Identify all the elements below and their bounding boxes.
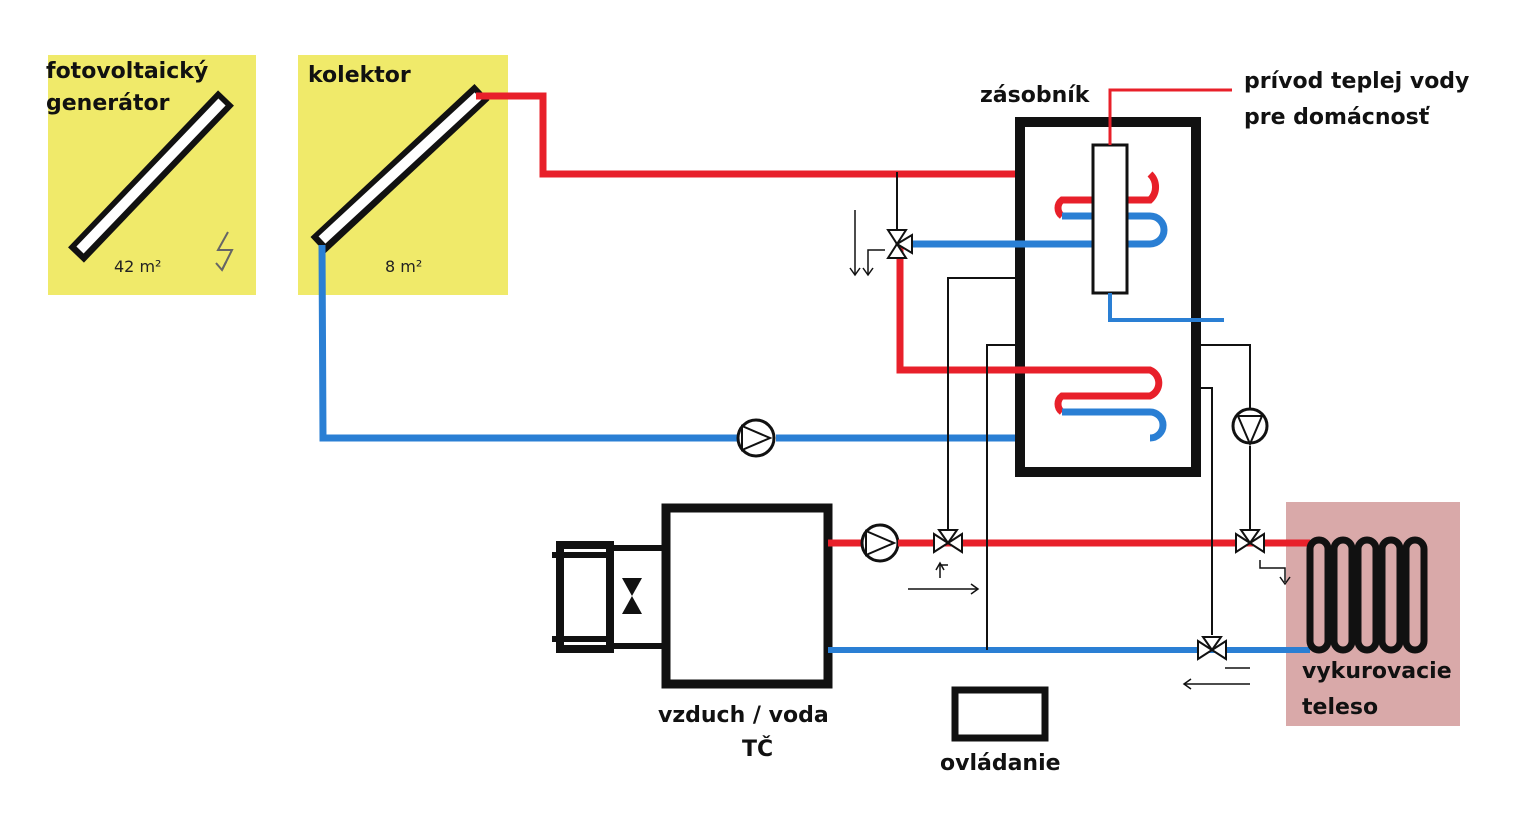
hot-water-exchanger: [1091, 143, 1129, 295]
upper-coil-hot: [1054, 171, 1159, 219]
flow-arrow-icon: [908, 560, 1291, 690]
radiator-label-line1: vykurovacie: [1302, 659, 1452, 684]
connection-lines: [947, 277, 1251, 650]
flow-arrow-icon: [849, 210, 885, 277]
collector-cold-pipe: [318, 244, 738, 442]
pv-panel: [68, 90, 234, 263]
controller-box: [951, 686, 1049, 742]
heat-pump-unit: [661, 503, 833, 689]
pv-generator-label-line1: fotovoltaický: [46, 59, 208, 84]
cold-water-inlet-pipe: [1108, 293, 1224, 322]
lower-coil-hot: [896, 244, 1163, 415]
three-way-valve-icon: [933, 529, 963, 554]
upper-coil-cold: [900, 212, 1168, 248]
hot-water-outlet-pipe: [1108, 88, 1232, 145]
pump-icon: [860, 523, 900, 563]
pv-area-label: 42 m²: [114, 257, 161, 276]
pv-generator-label-line2: generátor: [46, 91, 170, 116]
three-way-valve-icon: [1235, 529, 1265, 554]
three-way-valve-icon: [886, 172, 913, 259]
pump-icon: [736, 418, 776, 458]
heat-pump-label-line1: vzduch / voda: [658, 703, 829, 728]
controller-label: ovládanie: [940, 751, 1061, 776]
radiator-label-line2: teleso: [1302, 695, 1378, 720]
collector-panel: [310, 83, 490, 254]
collector-label: kolektor: [308, 63, 411, 88]
collector-hot-pipe: [476, 92, 1150, 178]
hot-water-label-line2: pre domácnosť: [1244, 105, 1431, 130]
storage-tank-label: zásobník: [980, 83, 1091, 108]
radiator: [1306, 536, 1428, 654]
lightning-icon: [215, 231, 234, 272]
lower-coil-cold: [1062, 408, 1167, 442]
heat-pump-label-line2: TČ: [742, 736, 773, 762]
collector-area-label: 8 m²: [385, 257, 422, 276]
fan-icon: [552, 541, 668, 653]
pump-icon: [1231, 407, 1269, 447]
hot-water-label-line1: prívod teplej vody: [1244, 69, 1469, 94]
three-way-valve-icon: [1197, 636, 1227, 661]
